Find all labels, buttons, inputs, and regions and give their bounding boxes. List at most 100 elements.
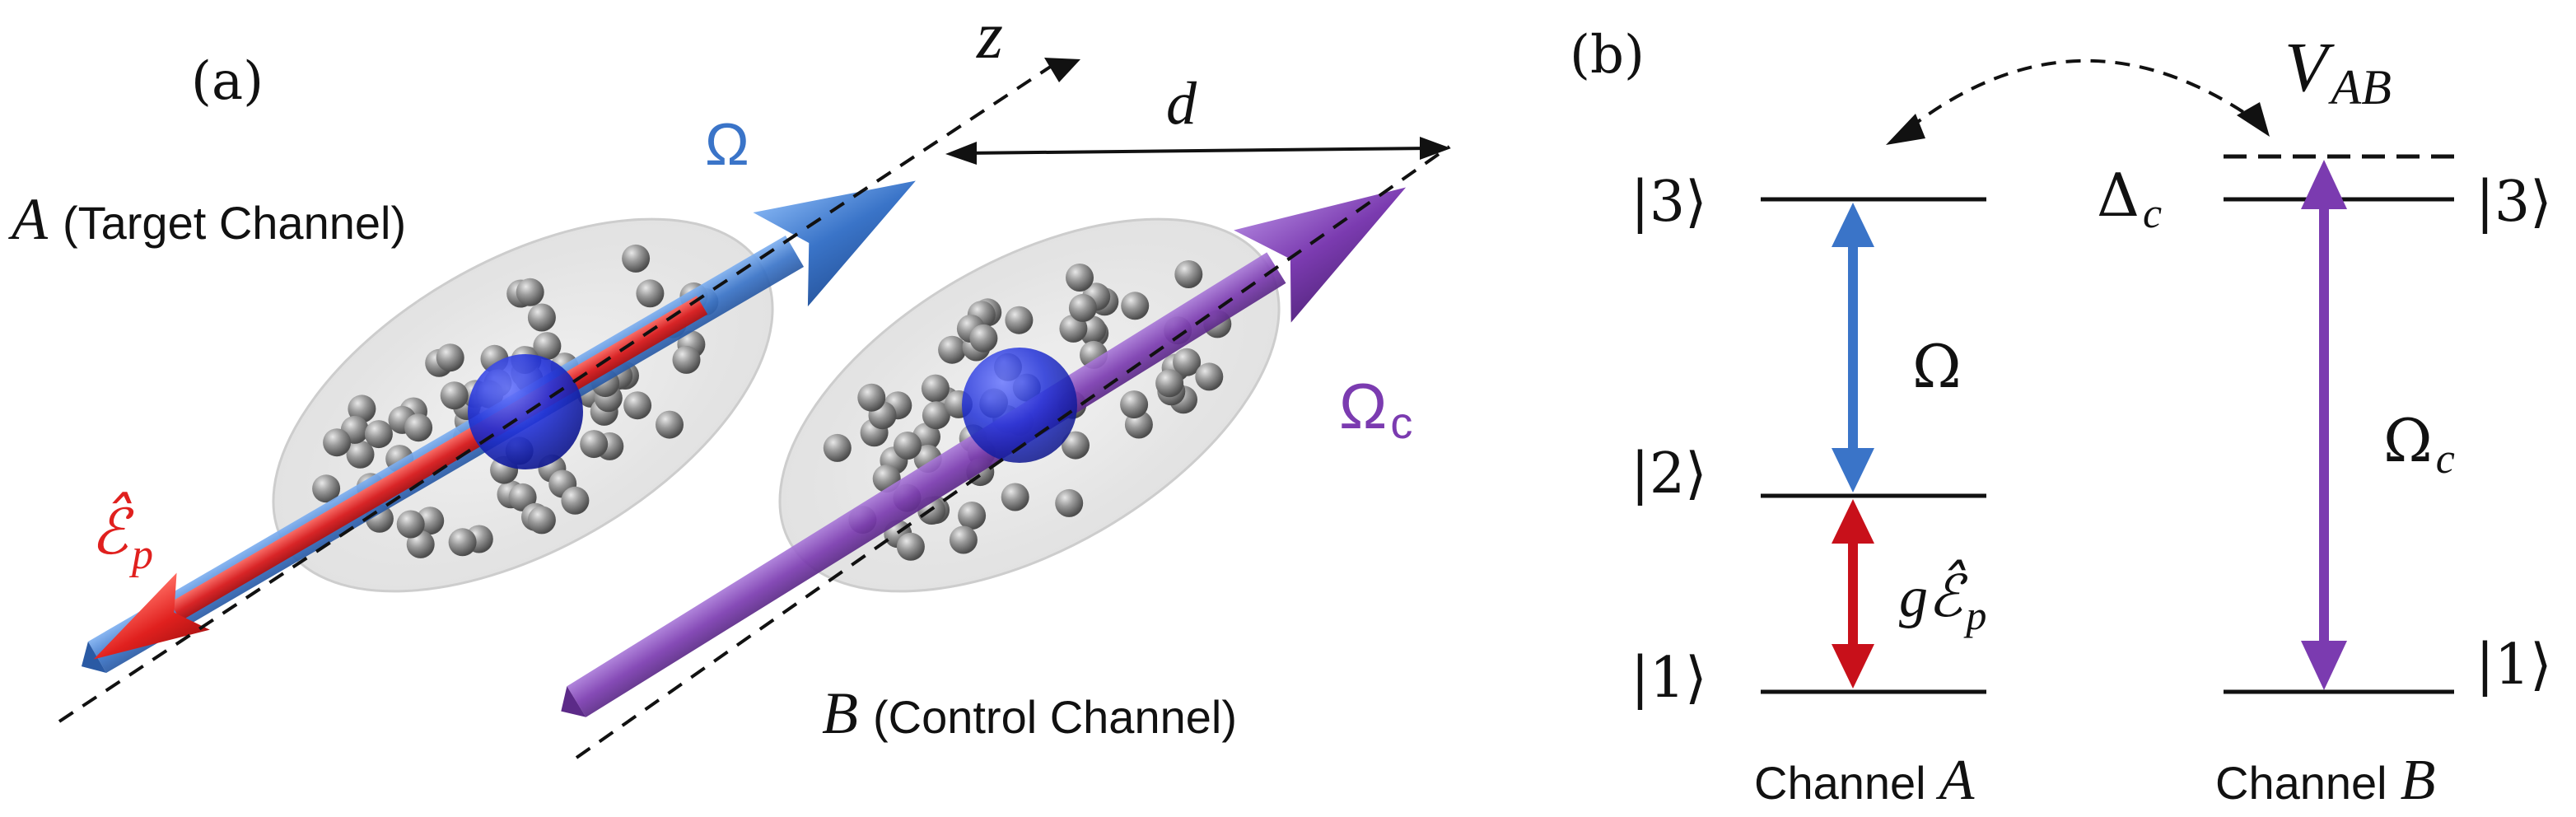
interaction-arrow	[1886, 58, 2270, 145]
ground-state-atom	[949, 525, 978, 554]
ground-state-atom	[922, 401, 950, 430]
coupling-subscript: p	[1963, 592, 1986, 638]
ground-state-atom	[348, 394, 376, 423]
ground-state-atom	[896, 532, 925, 561]
omega-c-label-a: Ω c	[1339, 370, 1412, 448]
probe-subscript: p	[128, 531, 153, 578]
ground-state-atom	[1068, 293, 1097, 322]
ground-state-atom	[1055, 488, 1084, 517]
axis-a-dashed	[58, 63, 1056, 723]
ground-state-atom	[938, 335, 967, 364]
distance-label: d	[1166, 70, 1197, 138]
omega-c-symbol: Ω	[1339, 370, 1387, 442]
interaction-subscript: AB	[2328, 60, 2392, 114]
omega-c-label-b: Ω c	[2383, 406, 2455, 483]
ground-state-atom	[364, 420, 393, 449]
ground-state-atom	[1120, 390, 1149, 419]
ground-state-atom	[1155, 369, 1184, 398]
ground-state-atom	[1174, 260, 1203, 288]
panel-b: (b) V AB |3⟩ |2⟩ |1⟩ Ω	[1570, 25, 2552, 812]
ground-state-atom	[436, 343, 464, 372]
ground-state-atom	[396, 510, 425, 539]
omega-c-transition-arrow	[2301, 160, 2347, 690]
a-level-2-label: |2⟩	[1631, 441, 1707, 507]
ground-state-atom	[404, 413, 433, 442]
channel-a-letter: A	[8, 186, 49, 252]
interaction-symbol: V	[2284, 27, 2335, 106]
ground-state-atom	[636, 279, 665, 308]
z-axis-label: z	[976, 0, 1003, 72]
channel-a-beams	[81, 180, 916, 674]
ground-state-atom	[1066, 264, 1094, 292]
probe-beam	[93, 296, 708, 660]
omega-c-subscript: c	[1390, 399, 1412, 448]
ground-state-atom	[448, 528, 477, 557]
channel-a-caption: Channel A	[1754, 749, 1975, 812]
ground-state-atom	[527, 303, 556, 332]
ground-state-atom	[894, 432, 922, 460]
omega-label-a: Ω	[705, 112, 749, 178]
ground-state-atom	[533, 332, 562, 361]
ground-state-atom	[823, 433, 852, 462]
channel-b-name: (Control Channel)	[873, 691, 1237, 743]
ground-state-atom	[516, 278, 544, 306]
channel-b-label: B (Control Channel)	[822, 680, 1237, 746]
detuning-label: Δ c	[2097, 161, 2162, 237]
ground-state-atom	[656, 410, 684, 439]
channel-b-letter: B	[822, 680, 858, 746]
ground-state-atom	[580, 430, 609, 459]
a-level-1-label: |1⟩	[1631, 646, 1707, 711]
channel-b-caption: Channel B	[2215, 749, 2435, 812]
channel-a-label: A (Target Channel)	[8, 186, 406, 252]
omega-c-b-subscript: c	[2436, 436, 2455, 483]
distance-arrow	[945, 137, 1451, 165]
rydberg-atom-b	[962, 348, 1077, 463]
channel-a-caption-letter: A	[1936, 749, 1975, 812]
channel-a-caption-word: Channel	[1754, 757, 1926, 809]
z-axis-arrowhead	[1044, 58, 1080, 82]
ground-state-atom	[561, 486, 590, 515]
probe-transition-arrow	[1832, 499, 1874, 689]
ground-state-atom	[527, 506, 556, 535]
interaction-label: V AB	[2284, 27, 2392, 114]
coupling-symbol: gℰ̂	[1899, 559, 1968, 629]
detuning-subscript: c	[2143, 190, 2162, 237]
channel-b-caption-letter: B	[2401, 749, 2436, 812]
ground-state-atom	[958, 502, 987, 530]
channel-b-caption-word: Channel	[2215, 757, 2387, 809]
panel-a-tag: (a)	[191, 51, 264, 112]
ground-state-atom	[921, 374, 950, 403]
omega-transition-arrow	[1832, 203, 1874, 493]
b-level-3-label: |3⟩	[2476, 170, 2552, 235]
axis-b-dashed	[575, 145, 1451, 759]
panel-a: (a) z d Ω A (Target Channel) ℰ̂ p Ω c B …	[8, 0, 1451, 759]
panel-b-tag: (b)	[1570, 25, 1645, 86]
ground-state-atom	[1062, 431, 1090, 460]
channel-a-name: (Target Channel)	[63, 197, 406, 249]
ground-state-atom	[672, 345, 701, 374]
ground-state-atom	[622, 244, 651, 273]
channel-b-beam	[561, 187, 1407, 717]
ground-state-atom	[312, 474, 341, 503]
ground-state-atom	[969, 324, 998, 352]
a-level-3-label: |3⟩	[1631, 170, 1707, 235]
ground-state-atom	[857, 383, 886, 412]
ground-state-atom	[1005, 306, 1034, 334]
ground-state-atom	[1195, 362, 1224, 391]
ground-state-atom	[323, 428, 352, 457]
probe-symbol: ℰ̂	[91, 492, 134, 567]
ground-state-atom	[1121, 292, 1150, 320]
ground-state-atom	[440, 381, 469, 410]
detuning-symbol: Δ	[2097, 161, 2140, 230]
b-level-1-label: |1⟩	[2476, 633, 2552, 698]
coupling-label: gℰ̂ p	[1899, 559, 1986, 638]
ground-state-atom	[346, 440, 375, 469]
ground-state-atom	[1173, 348, 1202, 376]
rydberg-atom-a	[468, 354, 583, 469]
probe-label: ℰ̂ p	[91, 492, 153, 578]
ground-state-atom	[623, 391, 652, 420]
omega-label-b: Ω	[1912, 332, 1962, 401]
omega-c-b-symbol: Ω	[2383, 406, 2433, 475]
ground-state-atom	[1001, 483, 1029, 511]
